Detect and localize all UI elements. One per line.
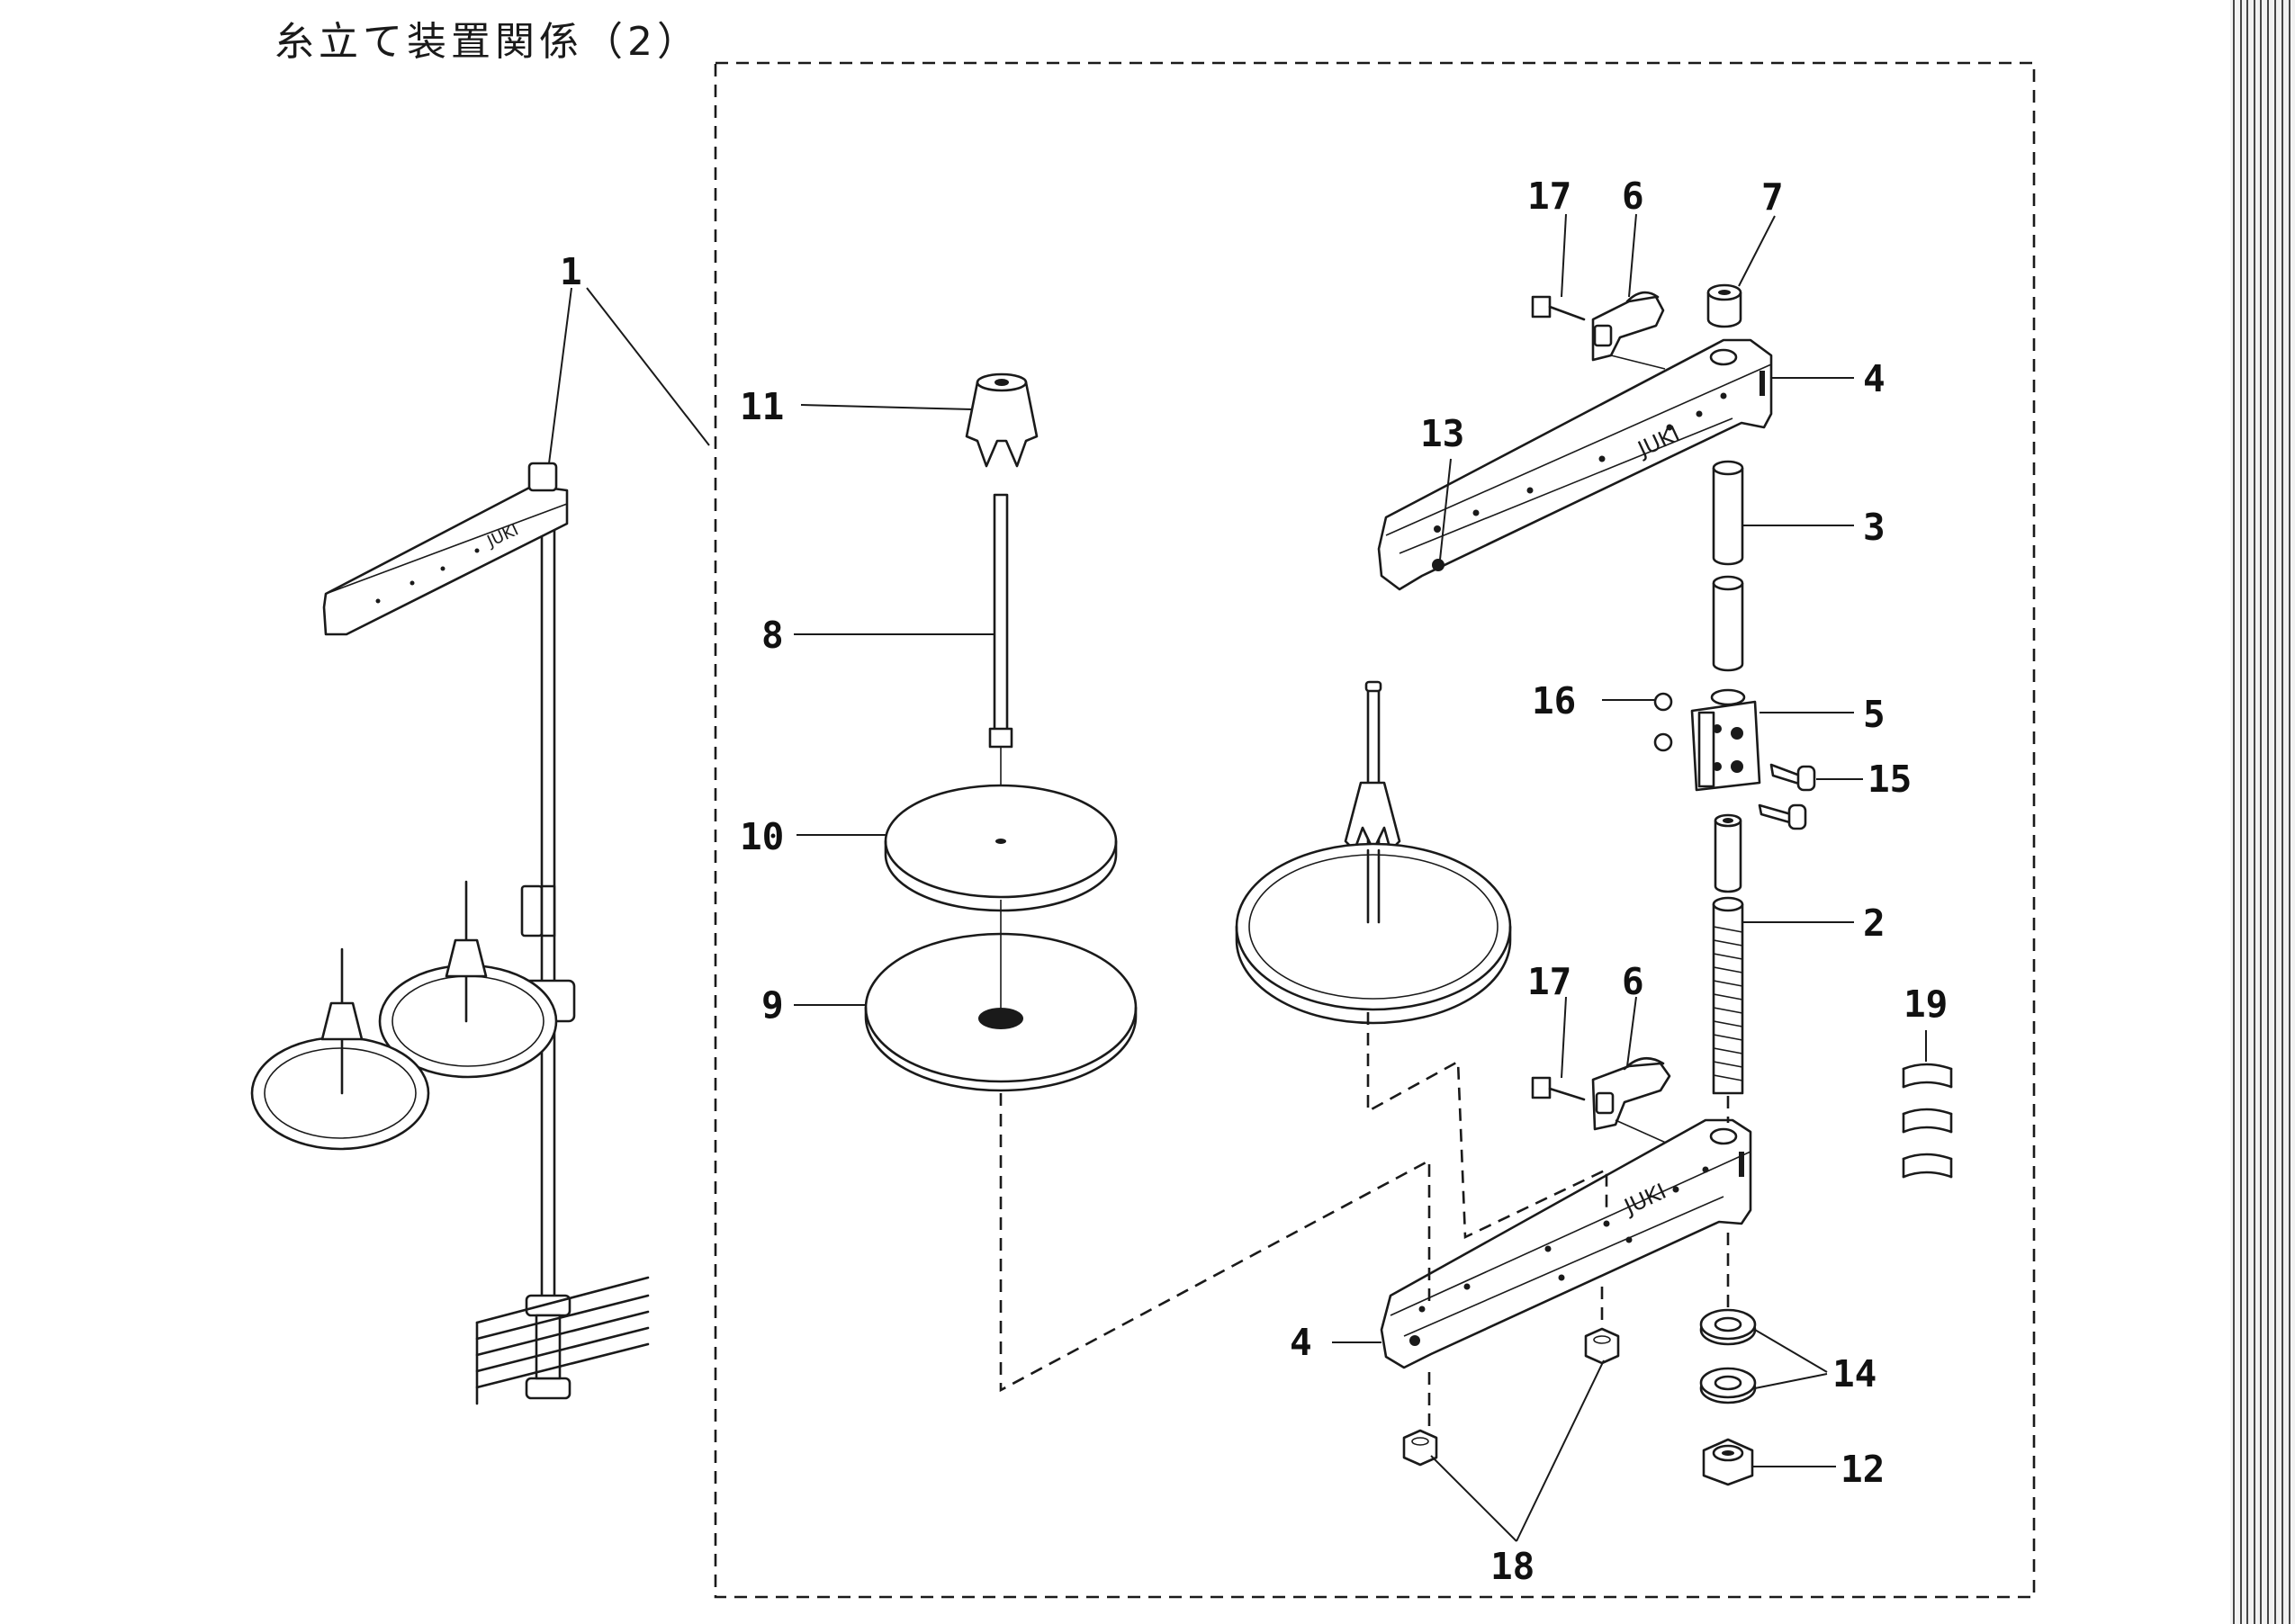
callout-16: 16	[1532, 679, 1576, 722]
exploded-stand: JUKI	[1235, 283, 1953, 1486]
callout-4-upper: 4	[1863, 357, 1886, 400]
callout-1: 1	[560, 250, 582, 293]
callout-18: 18	[1490, 1545, 1534, 1588]
callout-6-lower: 6	[1622, 960, 1644, 1003]
callout-7: 7	[1761, 175, 1784, 219]
callout-15: 15	[1868, 758, 1912, 801]
callout-10: 10	[740, 815, 784, 858]
binding-strip	[2230, 0, 2295, 1624]
callout-17-upper: 17	[1527, 175, 1571, 218]
callout-13: 13	[1420, 412, 1464, 455]
callout-2: 2	[1863, 902, 1886, 945]
callout-3: 3	[1863, 506, 1886, 549]
callout-12: 12	[1840, 1448, 1885, 1491]
callout-4-lower: 4	[1290, 1321, 1312, 1364]
spool-pin-assembly	[864, 372, 1138, 1092]
callout-19: 19	[1904, 982, 1948, 1026]
assembly-lines	[999, 1012, 1730, 1429]
detail-boundary	[714, 61, 2036, 1599]
callout-8: 8	[761, 614, 784, 657]
assembled-thread-stand: JUKI	[250, 462, 650, 1405]
callout-9: 9	[761, 983, 784, 1027]
callout-14: 14	[1832, 1352, 1876, 1395]
callout-5: 5	[1863, 693, 1886, 736]
leader-lines	[548, 213, 1927, 1542]
callout-17-lower: 17	[1527, 960, 1571, 1003]
page-title: 糸立て装置関係（2）	[274, 19, 701, 65]
callout-6-upper: 6	[1622, 175, 1644, 218]
callout-labels: 1 2 3 4 4 5 6 6 7 8 9 10 11 12 13 14 15 …	[560, 175, 1948, 1588]
callout-11: 11	[740, 385, 784, 428]
